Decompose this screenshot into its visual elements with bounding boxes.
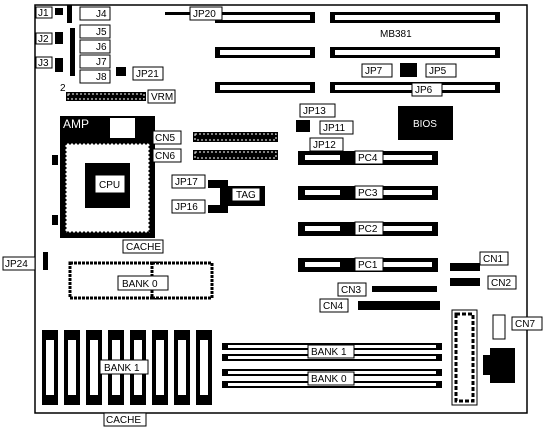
cn6-label: CN6 (155, 151, 175, 162)
j8-label: J8 (96, 72, 107, 83)
simm-bank0-label: BANK 0 (311, 374, 347, 385)
board-model-label: MB381 (380, 29, 412, 40)
jp16-label: JP16 (175, 202, 198, 213)
jp24-pins (43, 252, 48, 270)
jp12-label: JP12 (313, 140, 336, 151)
cpu-label: CPU (99, 180, 120, 191)
cn2-connector (450, 278, 480, 286)
bios-label: BIOS (413, 119, 437, 130)
cpu-socket: AMP CPU (52, 116, 155, 238)
tag-label: TAG (236, 190, 256, 201)
jp20-box (189, 6, 223, 21)
cn3-connector (372, 286, 437, 292)
jp20-pins (165, 12, 190, 15)
cn4-label: CN4 (323, 301, 343, 312)
j4-label: J4 (96, 9, 107, 20)
pc2-label: PC2 (358, 224, 378, 235)
cn1-connector (450, 263, 480, 271)
j7-label: J7 (96, 57, 107, 68)
keyboard-connector (483, 348, 515, 383)
jp20-label: JP20 (193, 9, 216, 20)
jp21-label: JP21 (136, 69, 159, 80)
cache-top-label: CACHE (126, 242, 161, 253)
jp5-board-label: JP5 (429, 66, 447, 77)
j5-label: J5 (96, 27, 107, 38)
cn5-label: CN5 (155, 133, 175, 144)
power-connector (451, 309, 478, 406)
jp11-label: JP11 (323, 123, 345, 134)
left-jumper-cluster: J1 J4 J2 J5 J6 J3 J7 J8 JP21 (35, 5, 164, 84)
jp11-pins (296, 120, 310, 132)
pin-mark-label: 2 (60, 83, 66, 94)
bank1-left-label: BANK 1 (104, 363, 140, 374)
jp5-pins (400, 63, 417, 77)
jp13-label: JP13 (303, 106, 326, 117)
cn5-connector (193, 132, 278, 142)
cn4-connector (358, 301, 440, 310)
bank0-cache-label: BANK 0 (122, 279, 158, 290)
amp-label: AMP (63, 117, 89, 131)
cn7-label: CN7 (515, 319, 535, 330)
pc3-label: PC3 (358, 188, 378, 199)
cn2-label: CN2 (491, 278, 511, 289)
vrm-label: VRM (151, 92, 173, 103)
pc4-label: PC4 (358, 153, 378, 164)
j1-label: J1 (38, 8, 49, 19)
j6-label: J6 (96, 42, 107, 53)
cn7-connector (492, 314, 506, 340)
j2-label: J2 (38, 34, 49, 45)
jp24-label: JP24 (5, 259, 28, 270)
cn3-label: CN3 (341, 285, 361, 296)
jp17-label: JP17 (175, 177, 198, 188)
simm-bank1-label: BANK 1 (311, 347, 347, 358)
cn6-connector (193, 150, 278, 160)
cn1-label: CN1 (483, 254, 503, 265)
cache-bottom-label: CACHE (106, 415, 141, 426)
vrm-header (66, 92, 146, 101)
jp7-board-label: JP7 (365, 66, 383, 77)
jp6-board-label: JP6 (415, 85, 433, 96)
bios-chip (398, 106, 453, 140)
j3-label: J3 (38, 58, 49, 69)
pc1-label: PC1 (358, 260, 378, 271)
